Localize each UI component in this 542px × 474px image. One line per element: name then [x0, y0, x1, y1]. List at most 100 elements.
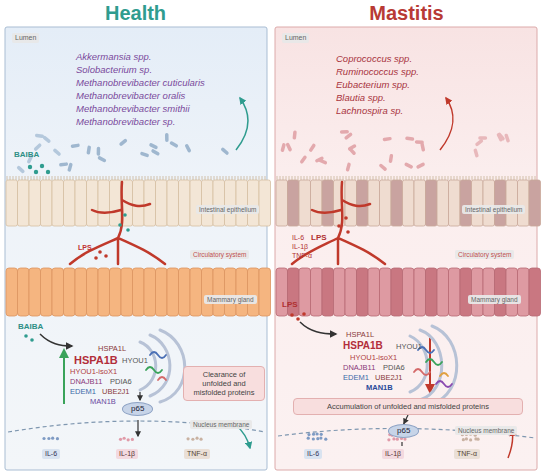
health-panel-frame	[5, 27, 267, 470]
cell-shape	[345, 268, 357, 316]
cell-shape	[518, 180, 530, 226]
flow-arrow	[404, 415, 408, 424]
cell-shape	[449, 268, 461, 316]
cell-shape	[357, 268, 369, 316]
microbe-up-arrow	[236, 98, 248, 150]
cell-shape	[98, 180, 110, 226]
er-to-p65-arrow	[139, 392, 140, 400]
text-label: LPS	[78, 244, 92, 252]
cell-shape	[190, 180, 202, 226]
region-tag: IL-1β	[382, 449, 404, 459]
cytokine-dot	[191, 438, 194, 441]
cell-shape	[248, 180, 260, 226]
microbe-up-arrow	[440, 98, 453, 150]
brush-border	[7, 176, 535, 180]
cell-shape	[380, 268, 392, 316]
text-label: HSPA1B	[74, 354, 118, 367]
cytokine-dot	[307, 437, 310, 440]
cell-shape	[460, 268, 472, 316]
cell-shape	[167, 268, 179, 316]
cell-shape	[18, 180, 30, 226]
text-label: HYOU1-isoX1	[70, 368, 117, 377]
region-tag: TNF-α	[454, 449, 480, 459]
region-tag: Circulatory system	[455, 250, 514, 259]
cell-shape	[449, 180, 461, 226]
cell-shape	[483, 180, 495, 226]
cell-shape	[322, 268, 334, 316]
cell-shape	[133, 268, 145, 316]
cell-shape	[41, 268, 53, 316]
cytokine-dot	[127, 438, 130, 441]
cell-shape	[144, 268, 156, 316]
bacterium	[86, 145, 91, 154]
cytokine-dot	[186, 437, 189, 440]
cell-shape	[495, 268, 507, 316]
region-tag: Nucleus membrane	[455, 426, 517, 435]
cell-shape	[518, 268, 530, 316]
bacterium	[416, 162, 426, 169]
cell-shape	[529, 180, 541, 226]
blood-vessel	[70, 182, 165, 264]
text-label: BAIBA	[18, 322, 43, 331]
cell-shape	[276, 180, 288, 226]
bacterium	[404, 162, 414, 169]
text-label: Coprococcus spp.	[336, 54, 412, 65]
region-tag: Intestinal epithelium	[462, 205, 525, 214]
cytokine-dot	[195, 437, 198, 440]
cytokine-dot	[51, 437, 54, 440]
cytokine-dot	[312, 437, 315, 440]
process-box: Clearance of unfolded and misfolded prot…	[183, 366, 265, 401]
cytokine-dot	[307, 433, 310, 436]
p65-arrow	[401, 442, 402, 446]
text-label: Akkermansia spp.	[76, 52, 152, 63]
factor-oval: p65	[388, 424, 419, 438]
cytokine-dot	[403, 438, 406, 441]
cytokine-dot	[316, 437, 319, 440]
cell-shape	[75, 268, 87, 316]
bacterium	[140, 151, 150, 157]
cell-shape	[259, 268, 271, 316]
bacterium	[478, 136, 487, 140]
cytokine-dot	[465, 437, 468, 440]
cell-shape	[236, 268, 248, 316]
cell-shape	[437, 180, 449, 226]
cytokine-dot	[462, 438, 465, 441]
cytokine-dot	[315, 432, 318, 435]
bacterium	[35, 133, 44, 138]
bacterium	[504, 133, 510, 143]
cell-shape	[202, 180, 214, 226]
cell-shape	[426, 268, 438, 316]
cell-shape	[483, 268, 495, 316]
bacterium	[389, 154, 394, 163]
cell-shape	[213, 180, 225, 226]
cell-shape	[403, 268, 415, 316]
cell-shape	[110, 180, 122, 226]
text-label: Lachnospira sp.	[336, 106, 403, 117]
cell-shape	[64, 180, 76, 226]
cytokine-dot	[56, 437, 59, 440]
cytokine-dot	[119, 438, 122, 441]
region-tag: Circulatory system	[190, 250, 249, 259]
text-label: LPS	[311, 233, 327, 242]
cell-shape	[64, 268, 76, 316]
cell-shape	[472, 268, 484, 316]
bacterium	[151, 149, 161, 157]
text-label: HYOU1	[122, 357, 148, 366]
cell-shape	[506, 180, 518, 226]
cell-shape	[311, 180, 323, 226]
text-label: PDIA6	[383, 364, 405, 373]
cytokine-dot	[42, 437, 45, 440]
cell-shape	[414, 180, 426, 226]
cytokine-dot	[324, 438, 327, 441]
text-label: TNF-α	[292, 252, 312, 260]
node-text: p65	[397, 426, 410, 436]
bacterium	[378, 163, 387, 172]
node-text: Accumulation of unfolded and misfolded p…	[298, 402, 518, 411]
text-label: HSPA1L	[98, 345, 126, 354]
endoplasmic-reticulum	[140, 326, 457, 404]
cell-shape	[87, 180, 99, 226]
node-text: Clearance of unfolded and misfolded prot…	[188, 370, 260, 397]
region-tag: TNF-α	[184, 449, 210, 459]
text-label: Methanobrevibacter cuticularis	[76, 78, 205, 89]
cell-shape	[41, 180, 53, 226]
